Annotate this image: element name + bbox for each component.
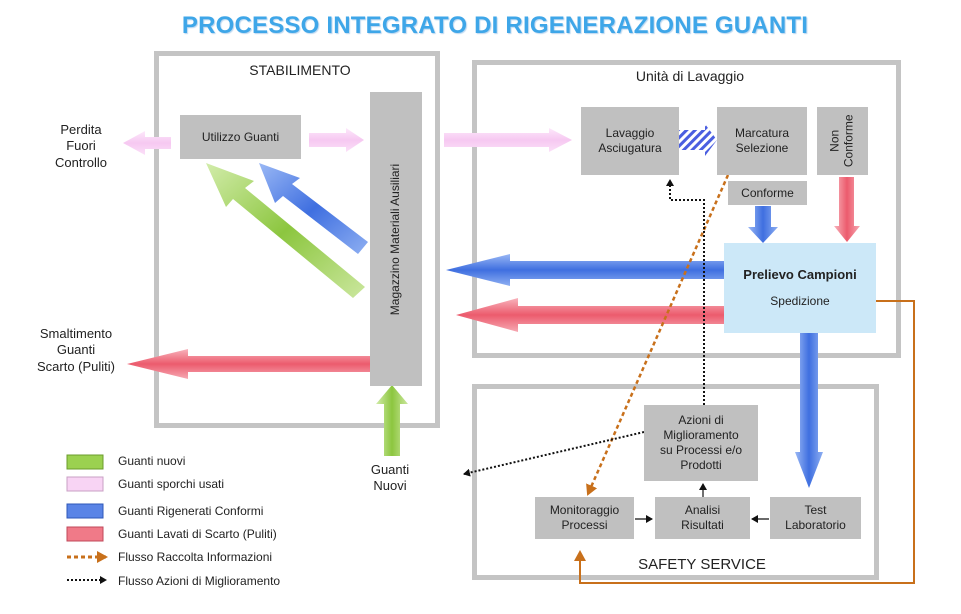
lavaggio-line-1: Lavaggio (605, 126, 655, 140)
legend-swatch-guanti-sporchi (66, 476, 104, 492)
lavaggio-asciugatura-box: Lavaggio Asciugatura (581, 107, 679, 175)
pink-arrow-to-lavaggio (444, 128, 572, 152)
azioni-line-1: Azioni di (678, 413, 724, 427)
diagram-title: PROCESSO INTEGRATO DI RIGENERAZIONE GUAN… (181, 12, 809, 39)
green-arrow-guanti-nuovi-up (376, 385, 408, 456)
smaltimento-line-1: Smaltimento (39, 326, 113, 341)
utilizzo-guanti-box: Utilizzo Guanti (180, 115, 301, 159)
monitoraggio-line-2: Processi (561, 518, 608, 532)
analisi-line-2: Risultati (681, 518, 724, 532)
legend-label-guanti-scarto: Guanti Lavati di Scarto (Puliti) (118, 527, 277, 541)
lavaggio-line-2: Asciugatura (598, 141, 662, 155)
test-line-2: Laboratorio (785, 518, 846, 532)
blue-arrow-conforme-down (748, 206, 778, 243)
safety-service-label: SAFETY SERVICE (638, 556, 766, 573)
legend-label-guanti-rigenerati: Guanti Rigenerati Conformi (118, 504, 264, 518)
analisi-risultati-box: Analisi Risultati (655, 497, 750, 539)
non-conforme-label: Non Conforme (827, 114, 856, 168)
black-dotted-flow-to-stabilimento (463, 431, 645, 477)
magazzino-label: Magazzino Materiali Ausiliari (388, 163, 403, 315)
legend-swatch-guanti-rigenerati (66, 503, 104, 519)
green-arrow-to-utilizzo (206, 163, 365, 298)
pink-arrow-to-magazzino (309, 128, 364, 152)
magazzino-box: Magazzino Materiali Ausiliari (370, 92, 422, 386)
test-laboratorio-box: Test Laboratorio (770, 497, 861, 539)
legend-label-flusso-azioni: Flusso Azioni di Miglioramento (118, 574, 281, 588)
perdita-line-1: Perdita (60, 122, 102, 137)
test-line-1: Test (804, 503, 827, 517)
red-arrow-nonconforme-down (834, 177, 860, 242)
perdita-fuori-controllo-label: Perdita Fuori Controllo (40, 122, 122, 171)
spedizione-label: Spedizione (770, 293, 830, 308)
prelievo-spedizione-box: Prelievo Campioni Spedizione (724, 243, 876, 333)
guanti-nuovi-line-2: Nuovi (373, 478, 407, 494)
prelievo-label: Prelievo Campioni (743, 267, 857, 283)
hatched-arrow-lavaggio-marcatura (679, 124, 717, 156)
red-arrow-to-magazzino (456, 298, 724, 332)
blue-arrow-to-test (795, 333, 823, 488)
azioni-line-2: Miglioramento (663, 428, 739, 442)
monitoraggio-line-1: Monitoraggio (549, 503, 620, 517)
perdita-line-2: Fuori (66, 138, 96, 154)
legend-swatch-guanti-scarto (66, 526, 104, 542)
lavaggio-frame (472, 60, 901, 358)
lavaggio-section-label: Unità di Lavaggio (635, 68, 745, 84)
non-conforme-box: Non Conforme (817, 107, 868, 175)
azioni-line-4: Prodotti (680, 458, 722, 472)
stabilimento-frame (154, 51, 440, 428)
conforme-box: Conforme (728, 181, 807, 205)
pink-arrow-to-perdita (123, 131, 171, 155)
monitoraggio-processi-box: Monitoraggio Processi (535, 497, 634, 539)
legend-label-flusso-raccolta: Flusso Raccolta Informazioni (118, 550, 273, 564)
legend-label-guanti-nuovi: Guanti nuovi (118, 454, 186, 468)
perdita-line-3: Controllo (54, 154, 108, 170)
orange-flow-spedizione-loop (574, 300, 915, 584)
marcatura-line-2: Selezione (735, 141, 789, 155)
azioni-line-3: su Processi e/o (659, 443, 743, 457)
marcatura-selezione-box: Marcatura Selezione (717, 107, 807, 175)
marcatura-line-1: Marcatura (734, 126, 790, 140)
guanti-nuovi-label: Guanti Nuovi (355, 462, 425, 495)
smaltimento-line-3: Scarto (Puliti) (36, 358, 116, 374)
guanti-nuovi-line-1: Guanti (370, 462, 410, 477)
stabilimento-label: STABILIMENTO (249, 62, 351, 78)
red-arrow-to-smaltimento (127, 349, 370, 379)
legend-label-guanti-sporchi: Guanti sporchi usati (118, 477, 225, 491)
smaltimento-line-2: Guanti (56, 342, 96, 358)
smaltimento-label: Smaltimento Guanti Scarto (Puliti) (24, 326, 128, 375)
blue-arrow-to-magazzino (446, 254, 724, 286)
blue-arrow-to-utilizzo (259, 163, 368, 254)
black-dotted-flow-to-lavaggio (666, 179, 705, 405)
legend-swatch-guanti-nuovi (66, 454, 104, 470)
safety-frame (472, 384, 879, 580)
azioni-miglioramento-box: Azioni di Miglioramento su Processi e/o … (644, 405, 758, 481)
analisi-line-1: Analisi (684, 503, 721, 517)
